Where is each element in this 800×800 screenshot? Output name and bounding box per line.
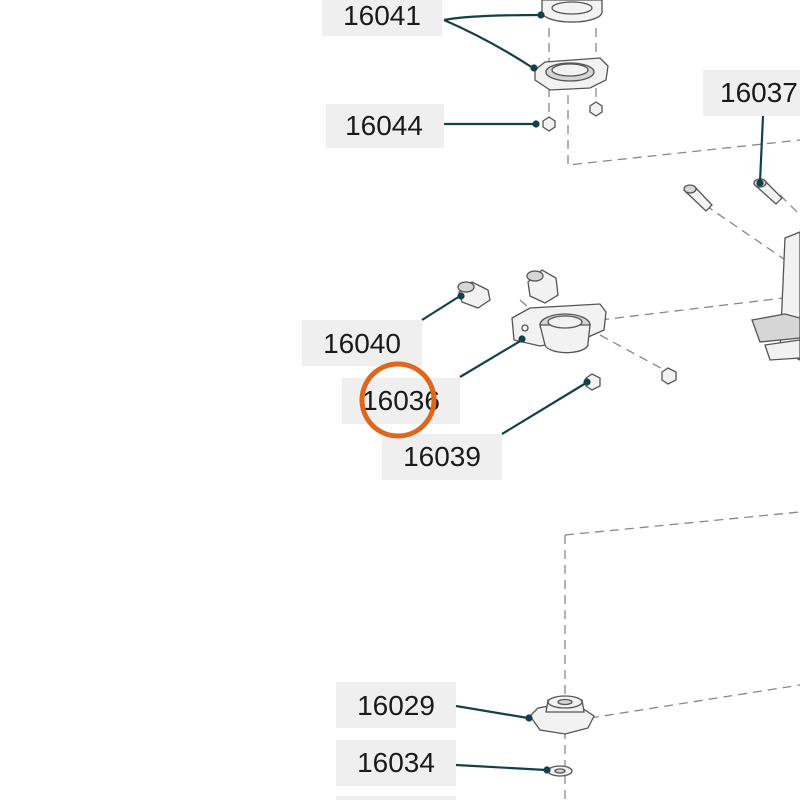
top-bearing-assembly (534, 0, 609, 132)
svg-text:16041: 16041 (343, 0, 421, 31)
svg-text:16039: 16039 (403, 441, 481, 472)
highlight-circle (359, 361, 437, 439)
svg-text:16029: 16029 (357, 690, 435, 721)
part-label-16044: 16044 (326, 104, 540, 148)
svg-text:16040: 16040 (323, 328, 401, 359)
part-label-16039: 16039 (382, 378, 591, 480)
sprocket-and-washer (529, 695, 595, 777)
part-label-16037: 16037 (703, 70, 800, 187)
svg-text:16037: 16037 (720, 77, 798, 108)
svg-text:16036: 16036 (362, 385, 440, 416)
svg-text:16034: 16034 (357, 747, 435, 778)
part-label-16041: 16041 (322, 0, 545, 72)
assembly-guide-lines (519, 28, 800, 800)
part-label-16040: 16040 (302, 292, 465, 366)
part-label-16029: 16029 (336, 682, 533, 728)
part-label-partial-bottom (336, 796, 456, 800)
svg-text:16044: 16044 (345, 110, 423, 141)
part-label-16034: 16034 (336, 740, 551, 786)
right-bolts-and-frame (683, 178, 800, 361)
middle-bearing-block (457, 269, 677, 391)
